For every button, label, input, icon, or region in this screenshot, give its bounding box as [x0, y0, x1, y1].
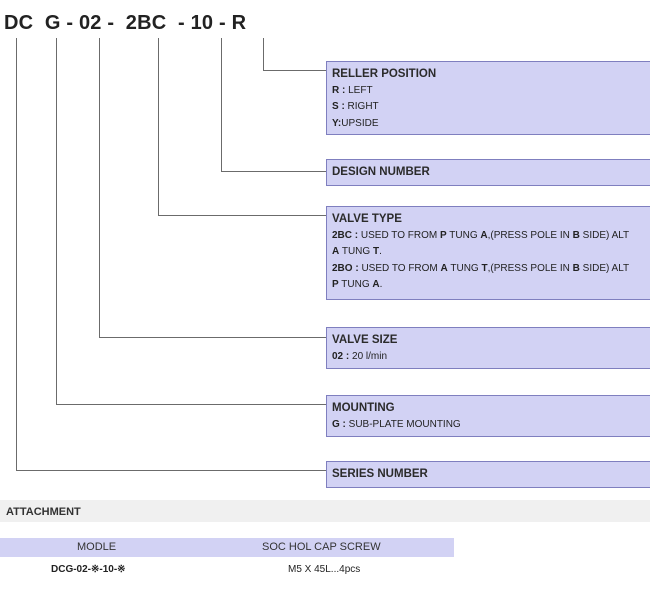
attachment-cell-screw: M5 X 45L...4pcs [288, 564, 361, 575]
valve-type-2bc-line-cont: A TUNG T. [332, 246, 382, 257]
leader-line-series [16, 38, 326, 471]
series-number-title: SERIES NUMBER [332, 468, 428, 480]
code-separator: - [66, 12, 74, 34]
code-part-design: 10 [190, 12, 214, 34]
reller-position-title: RELLER POSITION [332, 68, 437, 80]
valve-type-2bo-line-cont: P TUNG A. [332, 279, 383, 290]
reller-position-box: RELLER POSITION R : LEFT S : RIGHT Y:UPS… [326, 61, 650, 135]
attachment-col-screw: SOC HOL CAP SCREW [262, 541, 381, 553]
attachment-cell-model: DCG-02-※-10-※ [51, 564, 126, 575]
leader-line-reller [263, 38, 326, 71]
leader-line-design [221, 38, 326, 172]
leader-line-valve-type [158, 38, 326, 216]
valve-size-box: VALVE SIZE 02 : 20 l/min [326, 327, 650, 369]
design-number-box: DESIGN NUMBER [326, 159, 650, 186]
code-part-reller: R [231, 12, 247, 34]
series-number-box: SERIES NUMBER [326, 461, 650, 488]
code-separator: - [219, 12, 226, 34]
valve-type-2bo-line: 2BO : USED TO FROM A TUNG T,(PRESS POLE … [332, 262, 630, 274]
code-part-mounting: G [44, 12, 61, 34]
code-separator: - [107, 12, 115, 34]
mounting-title: MOUNTING [332, 402, 395, 414]
attachment-header-bar [0, 500, 650, 522]
attachment-col-model: MODLE [77, 541, 117, 553]
reller-option-left: R : LEFT [332, 84, 373, 96]
leader-line-mounting [56, 38, 326, 405]
design-number-title: DESIGN NUMBER [332, 166, 430, 178]
valve-type-title: VALVE TYPE [332, 213, 402, 225]
leader-lines [16, 38, 326, 471]
code-part-valve-type: 2BC [125, 12, 167, 34]
valve-type-box: VALVE TYPE 2BC : USED TO FROM P TUNG A,(… [326, 206, 650, 300]
code-separator: - [177, 12, 185, 34]
leader-line-valve-size [99, 38, 326, 338]
reller-option-upside: Y:UPSIDE [332, 117, 379, 129]
model-code: DC G - 02 - 2BC - 10 - R [4, 12, 246, 35]
attachment-title: ATTACHMENT [6, 506, 81, 518]
attachment-table-header [0, 538, 454, 557]
valve-size-title: VALVE SIZE [332, 334, 398, 346]
mounting-box: MOUNTING G : SUB-PLATE MOUNTING [326, 395, 650, 437]
mounting-option: G : SUB-PLATE MOUNTING [332, 418, 461, 430]
valve-type-2bc-line: 2BC : USED TO FROM P TUNG A,(PRESS POLE … [332, 229, 630, 241]
reller-option-right: S : RIGHT [332, 101, 379, 112]
code-part-series: DC [4, 12, 34, 34]
code-part-size: 02 [78, 12, 102, 34]
valve-size-option: 02 : 20 l/min [332, 350, 388, 362]
